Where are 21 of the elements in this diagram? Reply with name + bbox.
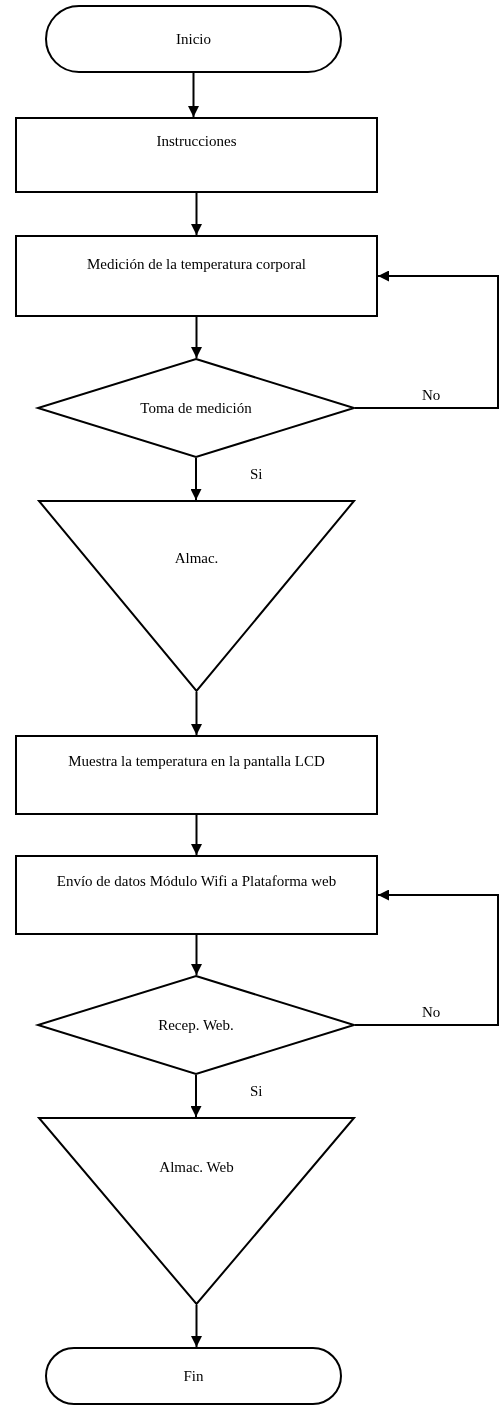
node-label: Fin xyxy=(182,1367,205,1386)
arrow xyxy=(354,270,499,409)
node-label: Medición de la temperatura corporal xyxy=(85,255,308,274)
arrow xyxy=(191,192,202,236)
node-label: Almac. xyxy=(173,549,220,568)
node-label: Envío de datos Módulo Wifi a Plataforma web xyxy=(55,872,338,891)
arrow xyxy=(191,1304,202,1348)
node-label: Instrucciones xyxy=(155,132,238,151)
node-label: Recep. Web. xyxy=(157,1016,235,1035)
arrow xyxy=(354,889,499,1026)
node-label: Muestra la temperatura en la pantalla LCD xyxy=(67,752,326,771)
arrow xyxy=(191,814,202,856)
arrow xyxy=(191,934,202,976)
arrow xyxy=(191,691,202,736)
arrow xyxy=(190,457,202,501)
arrow xyxy=(188,72,199,118)
node-label: Inicio xyxy=(175,30,212,49)
node-label: Almac. Web xyxy=(158,1158,235,1177)
arrow xyxy=(190,1074,202,1118)
node-label: Toma de medición xyxy=(139,399,253,418)
arrow xyxy=(191,316,202,359)
